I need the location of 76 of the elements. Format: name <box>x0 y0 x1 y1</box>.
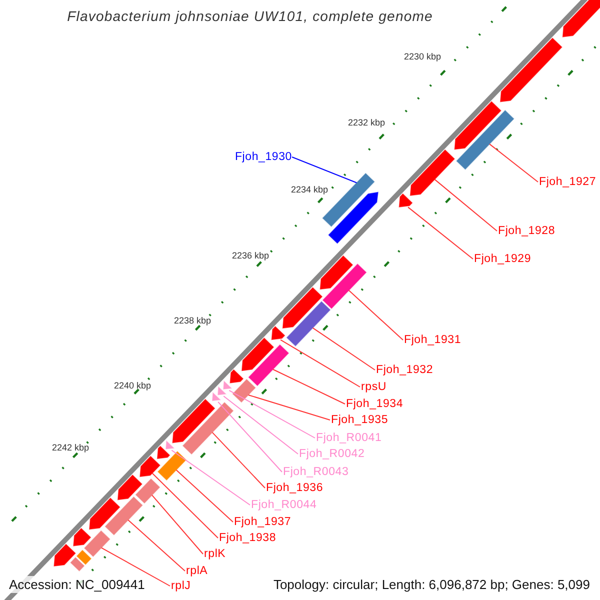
gene-bar <box>182 402 234 455</box>
leader-line <box>128 520 186 572</box>
scale-label: 2232 kbp <box>348 118 385 128</box>
gene-bar <box>322 264 367 309</box>
gene-label: Fjoh_1932 <box>376 363 434 377</box>
gene-label: Fjoh_1937 <box>234 515 292 529</box>
leader-line <box>348 290 404 340</box>
gene-label: Fjoh_1936 <box>266 481 324 495</box>
gene-label: rplK <box>204 547 226 561</box>
gene-block <box>410 149 456 196</box>
gene-bar <box>104 496 143 536</box>
gene-label: Fjoh_1930 <box>234 150 292 164</box>
gene-label: Fjoh_1929 <box>474 252 532 266</box>
gene-label: Fjoh_1938 <box>219 531 276 545</box>
scale-label: 2230 kbp <box>404 52 441 62</box>
gene-block <box>398 193 413 208</box>
gene-label: Fjoh_R0041 <box>316 431 382 445</box>
scale-label: 2236 kbp <box>232 250 269 262</box>
scale-label: 2234 kbp <box>290 184 328 196</box>
gene-label: rplJ <box>171 579 191 593</box>
leader-line <box>223 396 298 454</box>
leader-line <box>248 394 330 420</box>
gene-label: rpsU <box>361 380 386 394</box>
gene-label: Fjoh_1935 <box>331 413 388 427</box>
footer-text: Accession: NC_009441 <box>7 576 147 593</box>
gene-block <box>241 338 274 372</box>
gene-block <box>156 446 170 460</box>
leader-line <box>171 450 250 506</box>
gene-block <box>218 386 226 396</box>
leader-line <box>489 144 538 182</box>
title: Flavobacterium johnsoniae UW101, complete genome <box>66 8 434 24</box>
leader-line <box>152 494 204 554</box>
gene-block <box>73 528 92 546</box>
gene-label: Fjoh_1927 <box>539 175 596 189</box>
gene-block <box>320 255 354 290</box>
leader-line <box>434 178 498 232</box>
scale-label: 2238 kbp <box>174 316 211 326</box>
gene-block <box>500 38 562 102</box>
gene-block <box>54 544 76 567</box>
gene-label: Fjoh_1928 <box>498 224 556 238</box>
gene-bar <box>135 478 160 504</box>
gene-bar <box>232 378 256 403</box>
scale-label: 2240 kbp <box>114 380 151 392</box>
gene-block <box>172 398 216 444</box>
gene-block <box>282 287 323 329</box>
leader-line <box>228 390 316 438</box>
gene-bar <box>76 550 92 565</box>
gene-bar <box>70 556 85 572</box>
gene-label: Fjoh_1934 <box>346 397 404 411</box>
leader-line <box>218 401 282 472</box>
gene-block <box>88 498 120 530</box>
leader-line <box>280 339 360 388</box>
leader-line <box>408 206 474 260</box>
scale-label: 2242 kbp <box>52 442 89 454</box>
leader-line <box>272 368 346 404</box>
gene-block <box>230 369 244 384</box>
gene-label: Fjoh_R0042 <box>299 447 365 461</box>
gene-bar <box>84 530 110 558</box>
leader-line <box>292 156 358 184</box>
gene-label: rplA <box>186 564 208 578</box>
leader-line <box>176 469 234 522</box>
gene-bar <box>248 344 290 386</box>
leader-line <box>152 472 218 538</box>
gene-block <box>562 0 600 38</box>
leader-line <box>312 327 376 370</box>
gene-label: Fjoh_R0043 <box>283 465 349 479</box>
gene-label: Fjoh_1931 <box>404 333 462 347</box>
gene-block <box>140 456 161 478</box>
gene-block <box>328 192 378 244</box>
gene-bar <box>456 110 514 170</box>
gene-block <box>117 474 142 500</box>
gene-bar <box>286 301 331 346</box>
gene-bar <box>157 450 187 481</box>
gene-block <box>454 101 502 150</box>
gene-label: Fjoh_R0044 <box>251 498 317 512</box>
leader-line <box>100 547 170 586</box>
